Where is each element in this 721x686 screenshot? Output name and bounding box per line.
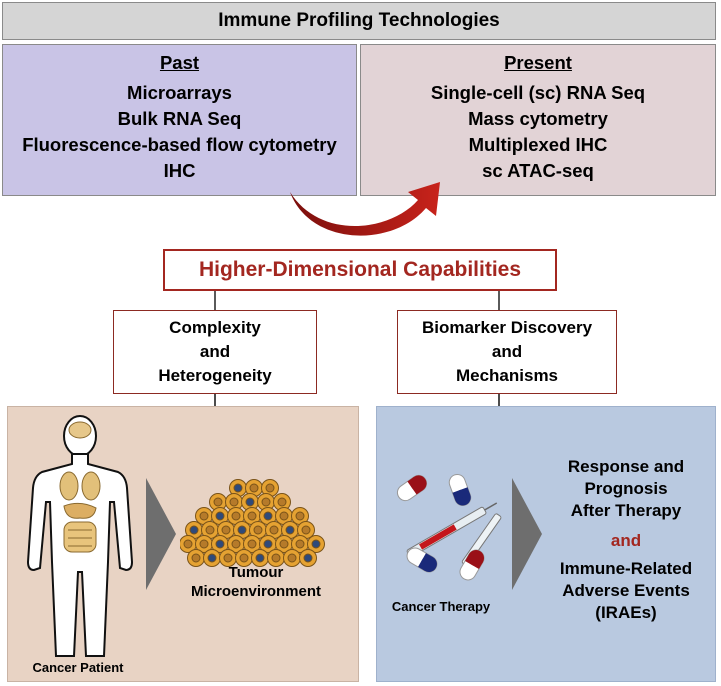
tumour-cell-nucleus — [215, 511, 225, 521]
human-body-icon — [26, 415, 134, 657]
tumour-cell-nucleus — [295, 539, 305, 549]
tumour-cell-nucleus — [269, 525, 279, 535]
tumour-cell-nucleus — [247, 511, 257, 521]
tumour-cells-icon — [180, 479, 325, 567]
biomarker-line: Mechanisms — [455, 366, 559, 385]
tumour-cell-nucleus — [271, 553, 281, 563]
past-heading: Past — [159, 52, 200, 73]
tumour-cell-nucleus — [199, 511, 209, 521]
tumour-cell-nucleus — [287, 553, 297, 563]
tumour-cell-nucleus — [263, 511, 273, 521]
tumour-cell-nucleus — [303, 553, 313, 563]
tumour-cell-nucleus — [229, 497, 239, 507]
tumour-cell-nucleus — [205, 525, 215, 535]
past-panel: Past Microarrays Bulk RNA Seq Fluorescen… — [2, 44, 357, 196]
tumour-cell-nucleus — [245, 497, 255, 507]
tumour-cell-nucleus — [191, 553, 201, 563]
tumour-cell-nucleus — [253, 525, 263, 535]
tumour-cell-nucleus — [207, 553, 217, 563]
outcome-line: Adverse Events — [562, 581, 690, 600]
complexity-line: Complexity — [169, 318, 261, 337]
capabilities-box: Higher-Dimensional Capabilities — [163, 249, 557, 291]
present-item: Single-cell (sc) RNA Seq — [430, 82, 646, 103]
tumour-cell-nucleus — [263, 539, 273, 549]
diagram-title: Immune Profiling Technologies — [2, 2, 716, 40]
outcome-line: (IRAEs) — [595, 603, 657, 622]
outcome-line: Response and — [567, 457, 685, 476]
tumour-cell-nucleus — [301, 525, 311, 535]
outcome-line: Immune-Related — [559, 559, 693, 578]
tumour-cell-nucleus — [215, 539, 225, 549]
tumour-cell-nucleus — [279, 539, 289, 549]
complexity-line: and — [199, 342, 231, 361]
complexity-line: Heterogeneity — [158, 366, 272, 385]
tumour-cell-nucleus — [265, 483, 275, 493]
chevron-right-icon — [146, 478, 176, 590]
tumour-cell-nucleus — [311, 539, 321, 549]
tumour-cell-nucleus — [221, 525, 231, 535]
tumour-cell-nucleus — [237, 525, 247, 535]
past-item: IHC — [163, 160, 196, 181]
present-item: Multiplexed IHC — [468, 134, 608, 155]
transition-arrow-icon — [290, 182, 440, 236]
tumour-cell-nucleus — [231, 511, 241, 521]
outcome-line: After Therapy — [570, 501, 682, 520]
tumour-cell-nucleus — [233, 483, 243, 493]
present-panel: Present Single-cell (sc) RNA Seq Mass cy… — [360, 44, 716, 196]
tumour-cell-nucleus — [231, 539, 241, 549]
biomarker-line: Biomarker Discovery — [421, 318, 593, 337]
tumour-cell-nucleus — [199, 539, 209, 549]
past-item: Fluorescence-based flow cytometry — [22, 134, 337, 155]
tumour-cell-nucleus — [213, 497, 223, 507]
present-item: sc ATAC-seq — [482, 160, 594, 181]
tumour-cell-nucleus — [285, 525, 295, 535]
present-item: Mass cytometry — [468, 108, 608, 129]
biomarker-box: Biomarker Discovery and Mechanisms — [397, 310, 617, 394]
tumour-cell-nucleus — [255, 553, 265, 563]
cancer-therapy-label: Cancer Therapy — [391, 599, 491, 614]
present-heading: Present — [504, 52, 572, 73]
tme-label: Tumour Microenvironment — [176, 563, 336, 601]
tumour-cell-nucleus — [261, 497, 271, 507]
outcome-connector: and — [610, 531, 642, 550]
pills-syringe-icon — [396, 473, 502, 581]
outcome-block: Response and Prognosis After Therapy and… — [540, 456, 712, 624]
cancer-patient-label: Cancer Patient — [32, 660, 124, 675]
tumour-cell-nucleus — [279, 511, 289, 521]
tumour-cell-nucleus — [247, 539, 257, 549]
biomarker-line: and — [491, 342, 523, 361]
outcome-line: Prognosis — [584, 479, 668, 498]
tme-line: Tumour — [228, 564, 284, 581]
past-item: Bulk RNA Seq — [117, 108, 242, 129]
tumour-cell-nucleus — [183, 539, 193, 549]
tme-line: Microenvironment — [190, 583, 322, 600]
chevron-right-icon — [512, 478, 542, 590]
tumour-cell-nucleus — [249, 483, 259, 493]
tumour-cell-nucleus — [239, 553, 249, 563]
past-item: Microarrays — [127, 82, 232, 103]
tumour-cell-nucleus — [223, 553, 233, 563]
complexity-box: Complexity and Heterogeneity — [113, 310, 317, 394]
tumour-cell-nucleus — [295, 511, 305, 521]
tumour-cell-nucleus — [277, 497, 287, 507]
tumour-cell-nucleus — [189, 525, 199, 535]
